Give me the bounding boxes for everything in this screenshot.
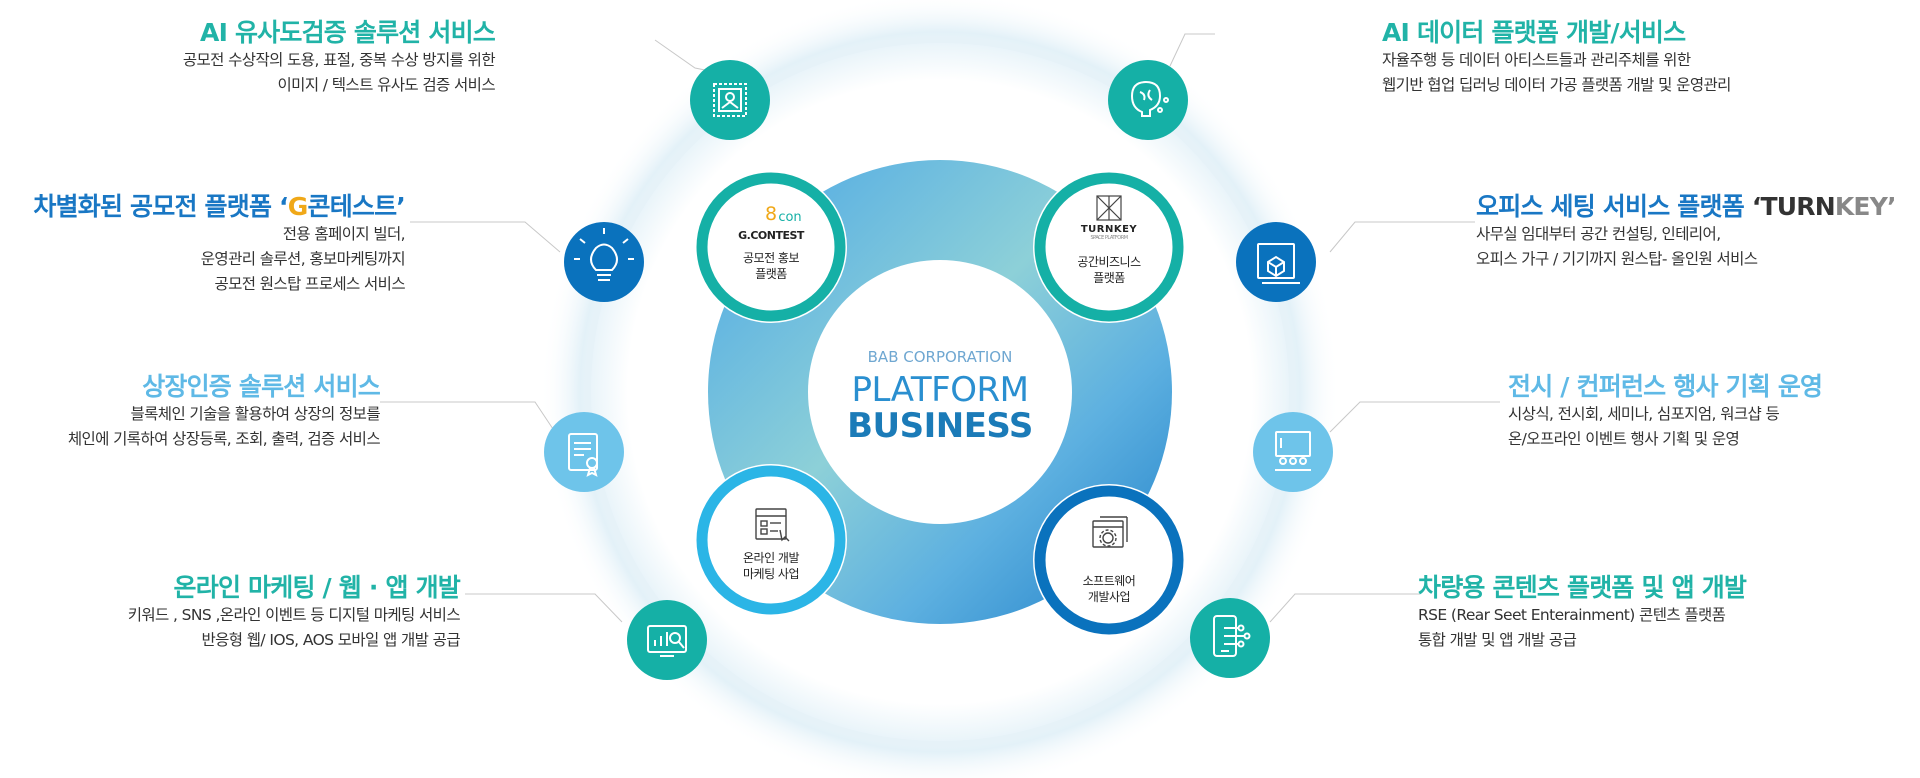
service-title: 차량용 콘텐츠 플랫폼 및 앱 개발: [1418, 573, 1747, 602]
service-desc: 공모전 수상작의 도용, 표절, 중복 수상 방지를 위한 이미지 / 텍스트 …: [182, 51, 496, 94]
turnkey-logo-sub: SPACE PLATFORM: [1090, 235, 1128, 241]
inner-software-circle[interactable]: [1033, 484, 1185, 636]
analytics-icon[interactable]: [627, 600, 707, 680]
title-key: KEY’: [1834, 192, 1897, 221]
center-corp: BAB CORPORATION: [867, 348, 1013, 366]
service-title: AI 유사도검증 솔루션 서비스: [200, 18, 496, 47]
service-desc: 자율주행 등 데이터 아티스트들과 관리주체를 위한 웹기반 협업 딥러닝 데이…: [1382, 51, 1731, 94]
presentation-icon[interactable]: [1253, 412, 1333, 492]
brain-icon[interactable]: [1108, 60, 1188, 140]
turnkey-inner-label: 공간비즈니스 플랫폼: [1077, 255, 1141, 285]
service-desc: 전용 홈페이지 빌더, 운영관리 솔루션, 홍보마케팅까지 공모전 원스탑 프로…: [200, 225, 406, 293]
marketing-inner-label: 온라인 개발 마케팅 사업: [742, 551, 800, 581]
turnkey-logo-text: TURNKEY: [1080, 224, 1138, 235]
inner-marketing-circle[interactable]: [695, 464, 847, 616]
service-title: 오피스 세팅 서비스 플랫폼 ‘TURNKEY’: [1476, 192, 1916, 222]
service-title: 차별화된 공모전 플랫폼 ‘G콘테스트’: [0, 192, 405, 222]
turnkey-logo-icon: [1096, 195, 1122, 221]
web-dev-icon: [755, 508, 790, 542]
service-title: AI 데이터 플랫폼 개발/서비스: [1382, 18, 1686, 47]
service-gcontest: 차별화된 공모전 플랫폼 ‘G콘테스트’ 전용 홈페이지 빌더, 운영관리 솔루…: [0, 192, 405, 297]
service-desc: 사무실 임대부터 공간 컨설팅, 인테리어, 오피스 가구 / 기기까지 원스탑…: [1476, 225, 1758, 268]
service-vehicle: 차량용 콘텐츠 플랫폼 및 앱 개발 RSE (Rear Seet Entera…: [1418, 573, 1918, 653]
gcontest-logo-con: con: [778, 210, 801, 225]
outer-ring-line: [585, 37, 1295, 747]
service-listing: 상장인증 솔루션 서비스 블록체인 기술을 활용하여 상장의 정보를 체인에 기…: [0, 372, 381, 452]
service-title: 전시 / 컨퍼런스 행사 기획 운영: [1508, 372, 1823, 401]
center-circle: [808, 260, 1072, 524]
service-desc: 시상식, 전시회, 세미나, 심포지엄, 워크샵 등 온/오프라인 이벤트 행사…: [1508, 405, 1780, 448]
service-ai-data: AI 데이터 플랫폼 개발/서비스 자율주행 등 데이터 아티스트들과 관리주체…: [1382, 18, 1920, 98]
title-turn: ‘TURN: [1751, 192, 1836, 221]
service-desc: 키워드 , SNS ,온라인 이벤트 등 디지털 마케팅 서비스 반응형 웹/ …: [127, 606, 461, 649]
connector-lines: [380, 33, 1500, 623]
gcontest-inner-label: 공모전 홍보 플랫폼: [742, 251, 800, 281]
service-title: 온라인 마케팅 / 웹 · 앱 개발: [173, 573, 461, 602]
lightbulb-icon[interactable]: [564, 222, 644, 302]
stamp-icon[interactable]: [690, 60, 770, 140]
center-title: BAB CORPORATION PLATFORM BUSINESS: [840, 348, 1040, 444]
center-line1: PLATFORM: [851, 370, 1029, 410]
mobile-network-icon[interactable]: [1190, 598, 1270, 678]
service-online-marketing: 온라인 마케팅 / 웹 · 앱 개발 키워드 , SNS ,온라인 이벤트 등 …: [0, 573, 461, 653]
inner-gcontest-circle[interactable]: 8 con: [695, 171, 847, 323]
software-gear-icon: [1092, 516, 1128, 548]
title-g: G: [287, 192, 309, 221]
gcontest-logo-text: G.CONTEST: [738, 229, 804, 242]
title-tail: 콘테스트’: [307, 192, 406, 221]
service-exhibition: 전시 / 컨퍼런스 행사 기획 운영 시상식, 전시회, 세미나, 심포지엄, …: [1508, 372, 1918, 452]
cube-icon[interactable]: [1236, 222, 1316, 302]
software-inner-label: 소프트웨어 개발사업: [1082, 574, 1136, 604]
title-main: 오피스 세팅 서비스 플랫폼: [1476, 192, 1752, 221]
inner-turnkey-circle[interactable]: [1033, 171, 1185, 323]
title-main: 차별화된 공모전 플랫폼 ‘: [33, 192, 288, 221]
center-line2: BUSINESS: [847, 406, 1033, 446]
service-desc: RSE (Rear Seet Enterainment) 콘텐츠 플랫폼 통합 …: [1418, 606, 1726, 649]
service-title: 상장인증 솔루션 서비스: [142, 372, 381, 401]
gcontest-logo-mark: 8: [765, 203, 777, 225]
service-office: 오피스 세팅 서비스 플랫폼 ‘TURNKEY’ 사무실 임대부터 공간 컨설팅…: [1476, 192, 1916, 272]
certificate-icon[interactable]: [544, 412, 624, 492]
service-ai-similarity: AI 유사도검증 솔루션 서비스 공모전 수상작의 도용, 표절, 중복 수상 …: [0, 18, 496, 98]
service-desc: 블록체인 기술을 활용하여 상장의 정보를 체인에 기록하여 상장등록, 조회,…: [67, 405, 381, 448]
